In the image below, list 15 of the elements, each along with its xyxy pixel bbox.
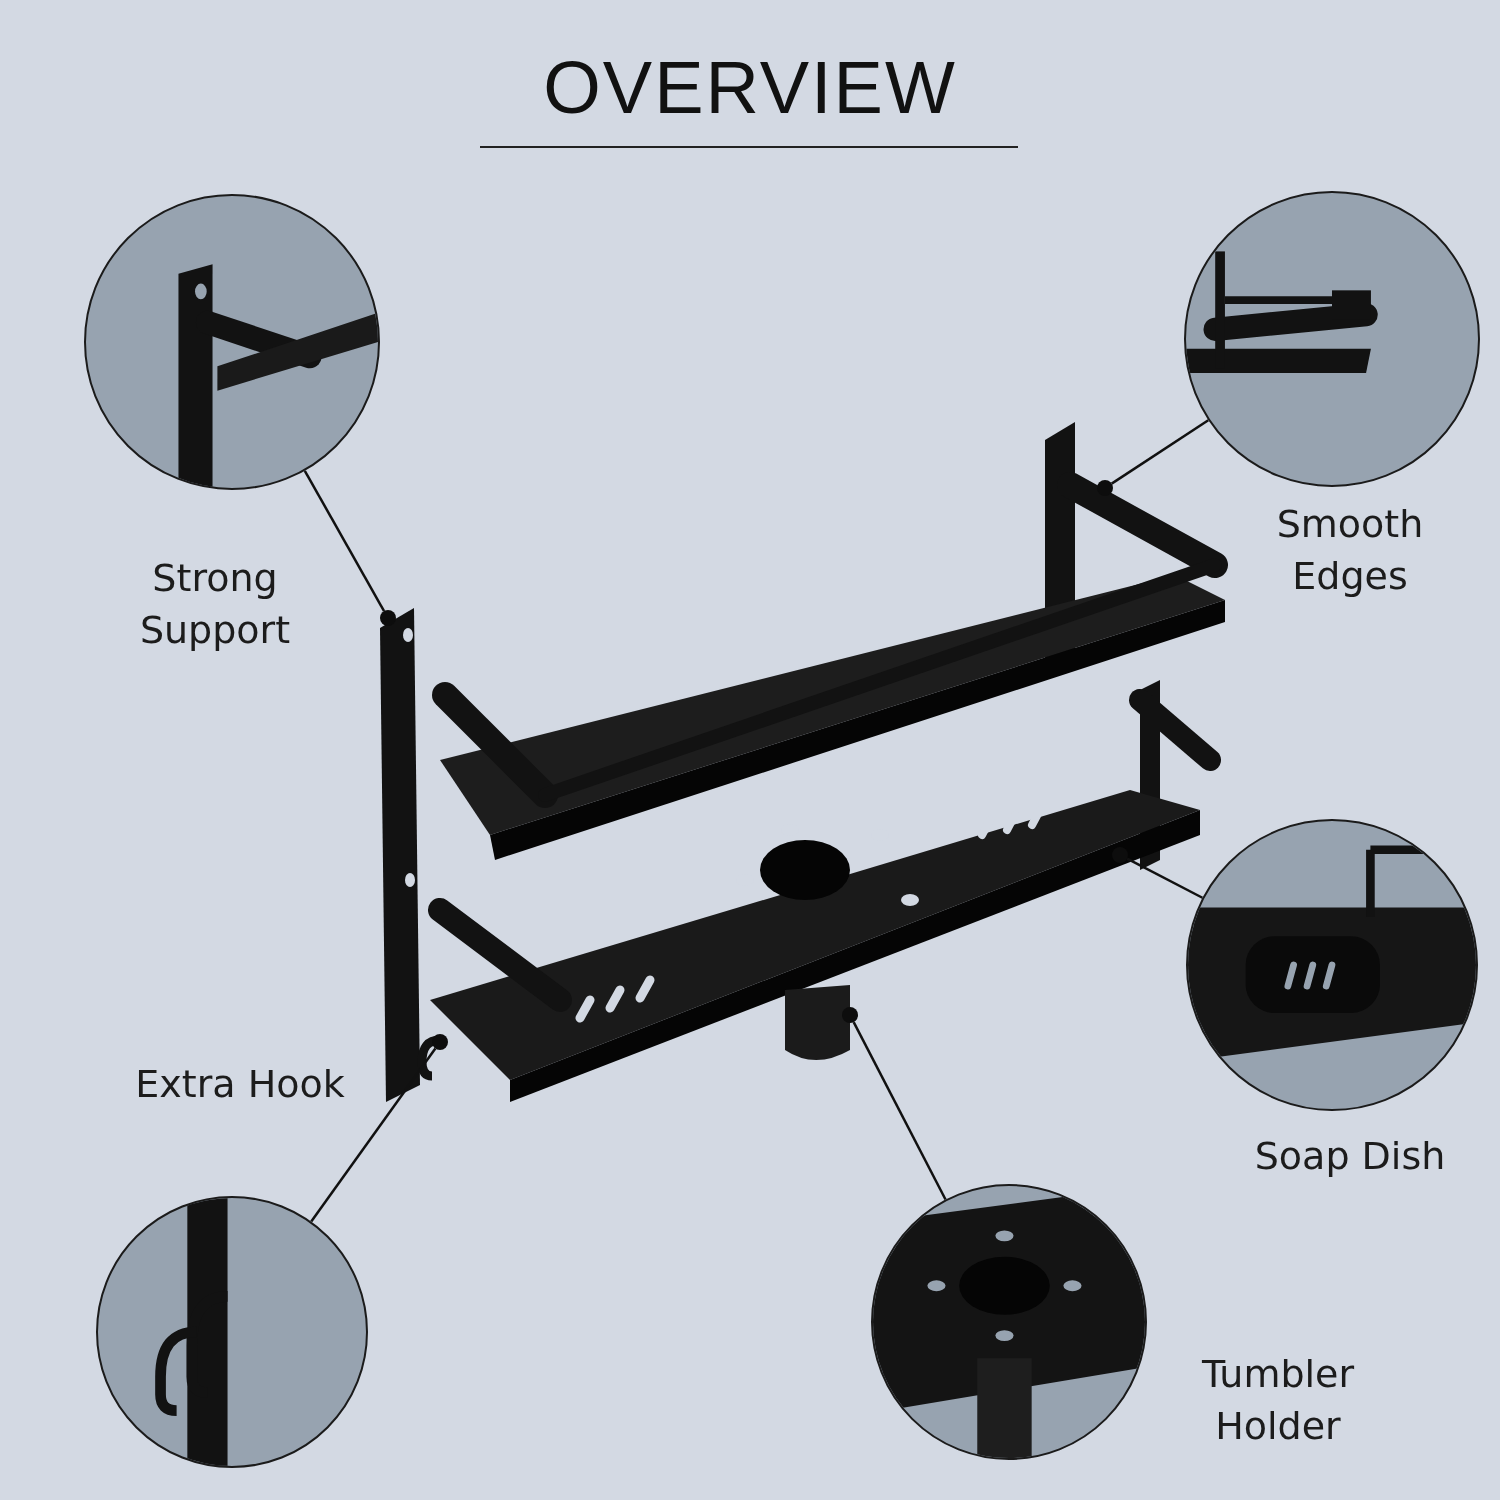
marker-dot (432, 1034, 448, 1050)
leader-line (852, 1021, 947, 1201)
feature-label: Soap Dish (1253, 1133, 1447, 1180)
feature-label: Extra Hook (134, 1061, 346, 1108)
leader-line (1111, 419, 1209, 485)
title: OVERVIEW (542, 45, 958, 131)
marker-dot (842, 1007, 858, 1023)
feature-label: Smooth Edges (1275, 501, 1425, 600)
feature-label: Tumbler Holder (1200, 1351, 1356, 1450)
feature-label: Strong Support (138, 555, 292, 654)
marker-dot (380, 610, 396, 626)
leader-line (303, 470, 386, 612)
leader-line (310, 1047, 437, 1223)
marker-dot (1097, 480, 1113, 496)
leader-line (1126, 857, 1203, 899)
